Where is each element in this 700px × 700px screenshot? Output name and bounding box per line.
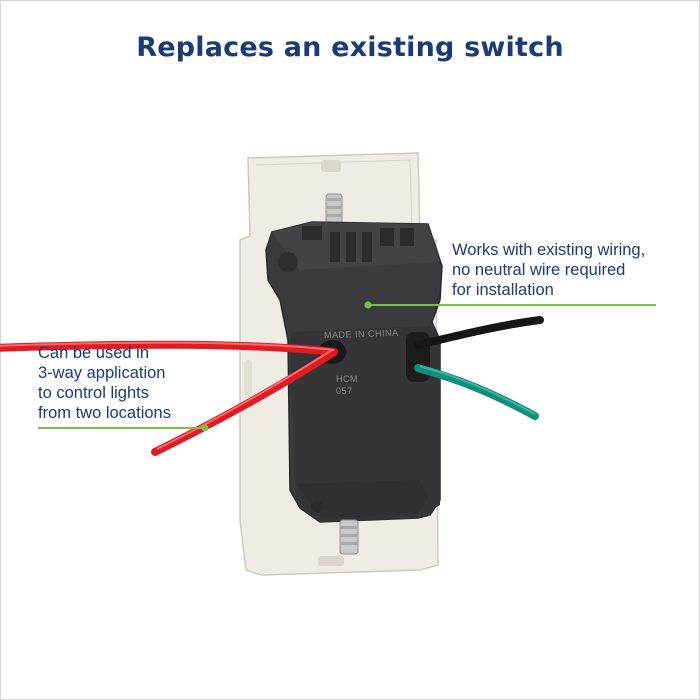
- strap-slot-top: [321, 160, 341, 172]
- callout-three-way: Can be used in 3-way application to cont…: [38, 343, 171, 423]
- leader-dot-wiring: [364, 301, 372, 309]
- callout-wiring: Works with existing wiring, no neutral w…: [452, 240, 645, 300]
- callout-three-way-line-2: 3-way application: [38, 364, 166, 382]
- page-title: Replaces an existing switch: [136, 32, 564, 63]
- callout-wiring-line-3: for installation: [452, 281, 554, 299]
- product-code-line-2: 057: [336, 386, 353, 396]
- callout-three-way-line-3: to control lights: [38, 384, 149, 402]
- callout-wiring-line-1: Works with existing wiring,: [452, 241, 646, 259]
- red-wire-lower: [151, 348, 338, 456]
- strap-slot-bottom: [318, 556, 344, 566]
- callout-wiring-line-2: no neutral wire required: [452, 261, 626, 279]
- leader-dot-three-way: [201, 424, 209, 432]
- bottom-mounting-screw: [339, 519, 359, 555]
- red-wire-upper: [0, 340, 338, 356]
- callout-three-way-line-4: from two locations: [38, 404, 171, 422]
- callout-three-way-line-1: Can be used in: [38, 344, 149, 362]
- product-code-line-1: HCM: [336, 374, 358, 384]
- black-wire: [414, 316, 544, 349]
- green-wire: [414, 364, 539, 420]
